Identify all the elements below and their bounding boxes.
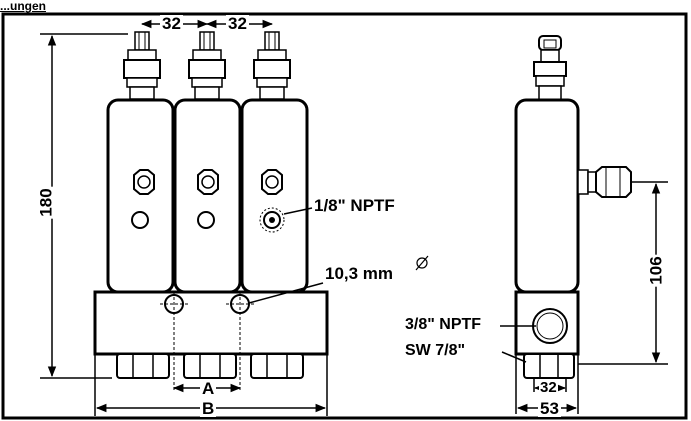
bore-label: 10,3 mm — [325, 264, 394, 283]
base-block — [93, 290, 329, 356]
front-view — [93, 31, 329, 390]
side-port-fitting — [577, 169, 589, 195]
inlet-thread-label: 3/8" NPTF — [405, 316, 482, 333]
side-view — [514, 35, 632, 379]
diameter-symbol-icon — [415, 255, 429, 271]
outlet-thread-label: 1/8" NPTF — [314, 196, 395, 215]
fitting-1 — [123, 31, 161, 100]
dimension-width-32: 32 — [539, 379, 558, 396]
bottom-nut-2 — [183, 353, 237, 379]
outlet-port-2 — [197, 211, 215, 229]
bottom-nut-1 — [116, 353, 170, 379]
fitting-3 — [253, 31, 291, 100]
dimension-height-180: 180 — [36, 186, 56, 219]
metering-element-3 — [240, 98, 309, 294]
dimension-width-53: 53 — [538, 399, 561, 418]
dimension-b: B — [200, 399, 217, 418]
header-text: ...ungen — [0, 0, 46, 13]
metering-element-1 — [106, 98, 175, 294]
fitting-2 — [188, 31, 226, 100]
outlet-port-1 — [131, 211, 149, 229]
side-nut — [523, 353, 575, 379]
drawing-frame — [1, 12, 688, 420]
metering-element-2 — [173, 98, 242, 294]
dimension-pitch-2: 32 — [226, 14, 249, 33]
dimension-a: A — [200, 379, 217, 398]
dimension-pitch-1: 32 — [160, 14, 183, 33]
wrench-size-label: SW 7/8" — [405, 342, 466, 359]
bottom-nut-3 — [250, 353, 304, 379]
dimension-port-height-106: 106 — [646, 254, 666, 287]
side-body — [514, 98, 580, 294]
